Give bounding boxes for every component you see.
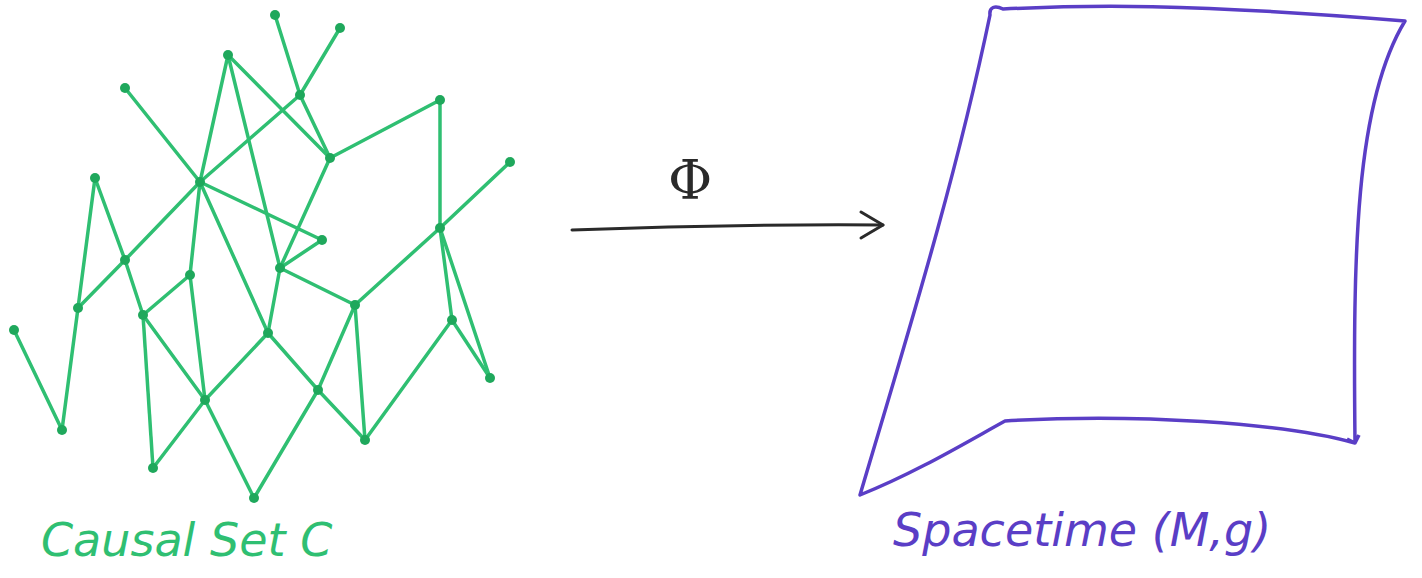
mapping-arrow [572,212,883,238]
spacetime-region: Spacetime (M,g) [885,3,1417,571]
spacetime-outline [885,3,1417,571]
causal-set: Causal Set C [5,5,570,573]
node-label: Spacetime (M,g) [893,503,1271,557]
node-label: Causal Set C [41,513,332,567]
map-symbol: Φ [664,151,716,211]
